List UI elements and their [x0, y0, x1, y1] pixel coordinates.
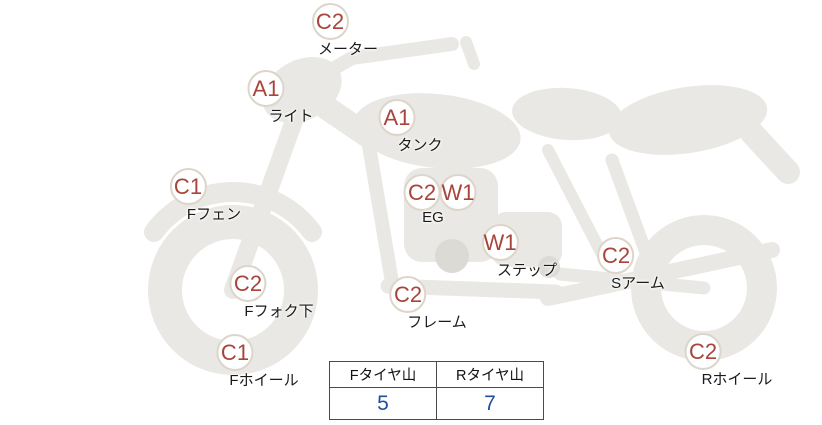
grade-badges: A1	[247, 70, 285, 107]
grade-badges: W1	[481, 224, 519, 261]
grade-badges: C2	[684, 333, 722, 370]
muffler-shape	[540, 242, 780, 306]
part-swing-arm: C2 Sアーム	[567, 237, 665, 293]
part-tank: A1 タンク	[351, 99, 443, 155]
grade-badge: C2	[389, 276, 427, 313]
part-front-wheel: C1 Fホイール	[171, 334, 299, 390]
tail-shape	[740, 121, 800, 184]
part-meter: C2 メーター	[282, 3, 378, 59]
rear-tire-tread-header: Rタイヤ山	[436, 361, 544, 388]
front-tire-tread-value: 5	[329, 387, 437, 420]
part-front-fork-lower: C2 Fフォク下	[182, 265, 314, 321]
handlebar-shape	[293, 37, 459, 95]
shock-shape	[605, 153, 655, 265]
tire-tread-header-row: Fタイヤ山 Rタイヤ山	[329, 361, 544, 388]
grade-badges: C2 W1	[403, 174, 477, 211]
part-label: ライト	[268, 108, 314, 125]
part-label: Rホイール	[701, 371, 773, 388]
grade-badge: C2	[311, 3, 349, 40]
part-label: フレーム	[407, 314, 467, 331]
part-front-fender: C1 Fフェン	[135, 168, 241, 224]
grade-badges: C1	[216, 334, 254, 371]
part-label: タンク	[397, 137, 443, 154]
part-label: Fフェン	[186, 206, 242, 223]
grade-badges: A1	[378, 99, 416, 136]
grade-badges: C2	[229, 265, 267, 302]
part-label: EG	[422, 209, 444, 226]
part-label: Fホイール	[229, 372, 299, 389]
grade-badges: C2	[311, 3, 349, 40]
handlebar-end-shape	[460, 36, 480, 70]
downtube-shape	[361, 133, 399, 289]
part-rear-wheel: C2 Rホイール	[634, 333, 773, 389]
rear-tire-tread-value: 7	[436, 387, 544, 420]
grade-badge: C2	[229, 265, 267, 302]
grade-badge: A1	[247, 70, 285, 107]
grade-badges: C1	[169, 168, 207, 205]
front-tire-tread-header: Fタイヤ山	[329, 361, 437, 388]
part-light: A1 ライト	[218, 70, 314, 126]
rear-cowl-shape	[608, 85, 768, 155]
part-step: W1 ステップ	[443, 224, 557, 280]
front-fender-shape	[144, 182, 322, 242]
grade-badge: A1	[378, 99, 416, 136]
tire-tread-table: Fタイヤ山 Rタイヤ山 5 7	[329, 361, 544, 420]
part-label: メーター	[317, 41, 379, 58]
grade-badge: W1	[481, 224, 519, 261]
tire-tread-value-row: 5 7	[329, 387, 544, 420]
part-frame: C2 フレーム	[349, 276, 467, 332]
part-engine: C2 W1 EG	[403, 174, 477, 226]
part-label: Sアーム	[611, 275, 665, 292]
grade-badge: C2	[403, 174, 441, 211]
part-label: ステップ	[496, 262, 558, 279]
grade-badge: C1	[216, 334, 254, 371]
grade-badge: C2	[684, 333, 722, 370]
grade-badge: W1	[439, 174, 477, 211]
step-shape	[538, 256, 560, 278]
grade-badge: C1	[169, 168, 207, 205]
grade-badge: C2	[597, 237, 635, 274]
seat-shape	[512, 87, 622, 141]
part-label: Fフォク下	[244, 303, 314, 320]
grade-badges: C2	[389, 276, 427, 313]
subframe-shape	[542, 144, 612, 268]
crankcase-shape	[435, 239, 469, 273]
grade-badges: C2	[597, 237, 635, 274]
